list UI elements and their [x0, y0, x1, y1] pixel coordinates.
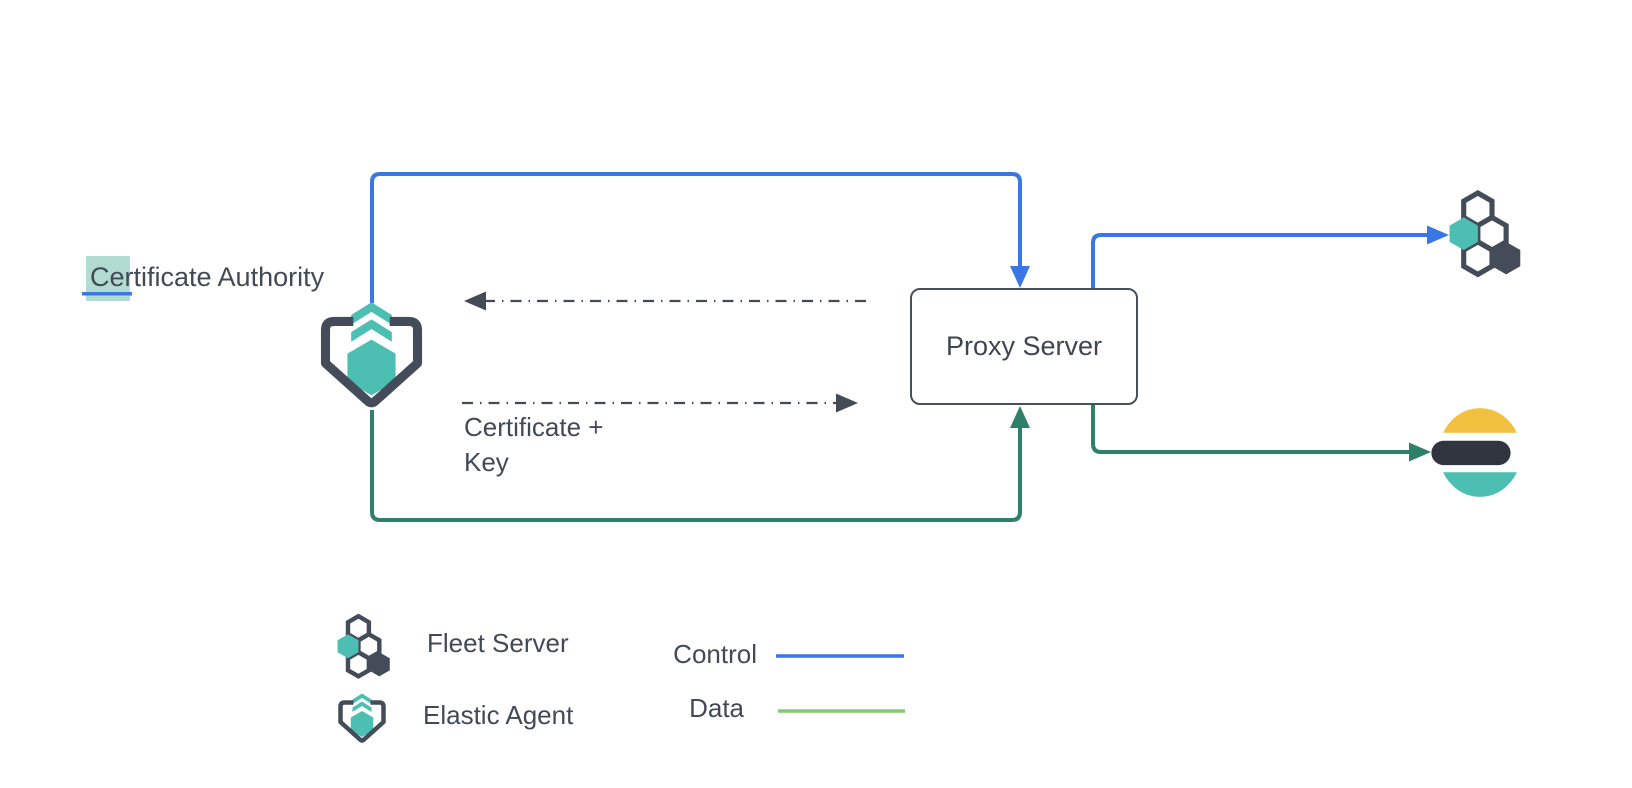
data-line-proxy-to-elasticsearch — [1091, 404, 1410, 454]
agent-hexagon-icon — [347, 339, 396, 396]
legend-elastic-agent-icon — [338, 693, 386, 743]
fleet-hexagon-outline — [1461, 238, 1495, 278]
certificate-key-line1: Certificate + — [464, 412, 604, 442]
agent-chevron-icon — [352, 693, 372, 704]
proxy-server-node: Proxy Server — [910, 288, 1138, 405]
legend-data-label: Data — [689, 693, 744, 723]
es-logo-top — [1443, 408, 1517, 433]
legend-elastic-agent-label: Elastic Agent — [423, 700, 574, 730]
agent-chevron-icon — [351, 319, 392, 342]
fleet-hexagon-dark — [368, 652, 390, 677]
agent-chevron-icon — [352, 701, 372, 712]
fleet-hexagon-dark — [1491, 241, 1521, 275]
control-arrowhead-fleet — [1427, 225, 1449, 245]
agent-bracket-outline — [338, 700, 386, 743]
elastic-agent-icon — [320, 302, 423, 408]
legend-fleet-server-label: Fleet Server — [427, 628, 569, 658]
certificate-key-line2: Key — [464, 447, 509, 477]
certificate-authority-label: Certificate Authority — [90, 262, 325, 292]
legend-control-label: Control — [673, 639, 757, 669]
data-arrowhead-proxy — [1010, 406, 1030, 428]
data-line-agent-to-proxy — [370, 410, 1022, 522]
control-arrowhead-proxy — [1010, 266, 1030, 288]
proxy-server-label: Proxy Server — [945, 331, 1103, 361]
certificate-key-annotation: Certificate + Key — [464, 410, 603, 480]
agent-bracket-outline — [320, 316, 423, 408]
agent-chevron-icon — [351, 302, 392, 325]
collab-cursor-underline — [82, 292, 132, 296]
legend-fleet-server-icon — [337, 613, 390, 679]
control-line-agent-to-proxy — [370, 172, 1022, 303]
fleet-server-icon — [1449, 190, 1521, 278]
fleet-hexagon-teal — [337, 634, 359, 659]
es-logo-middle — [1431, 440, 1511, 466]
agent-hexagon-icon — [350, 711, 374, 737]
fleet-hexagon-outline — [345, 649, 372, 679]
dashed-arrowhead-right — [836, 393, 858, 413]
control-line-proxy-to-fleet — [1091, 233, 1428, 289]
fleet-hexagon-teal — [1449, 217, 1478, 250]
data-arrowhead-elasticsearch — [1409, 442, 1431, 462]
es-logo-bottom — [1443, 472, 1517, 497]
elasticsearch-logo — [1431, 408, 1517, 497]
dashed-arrowhead-left — [464, 291, 486, 311]
